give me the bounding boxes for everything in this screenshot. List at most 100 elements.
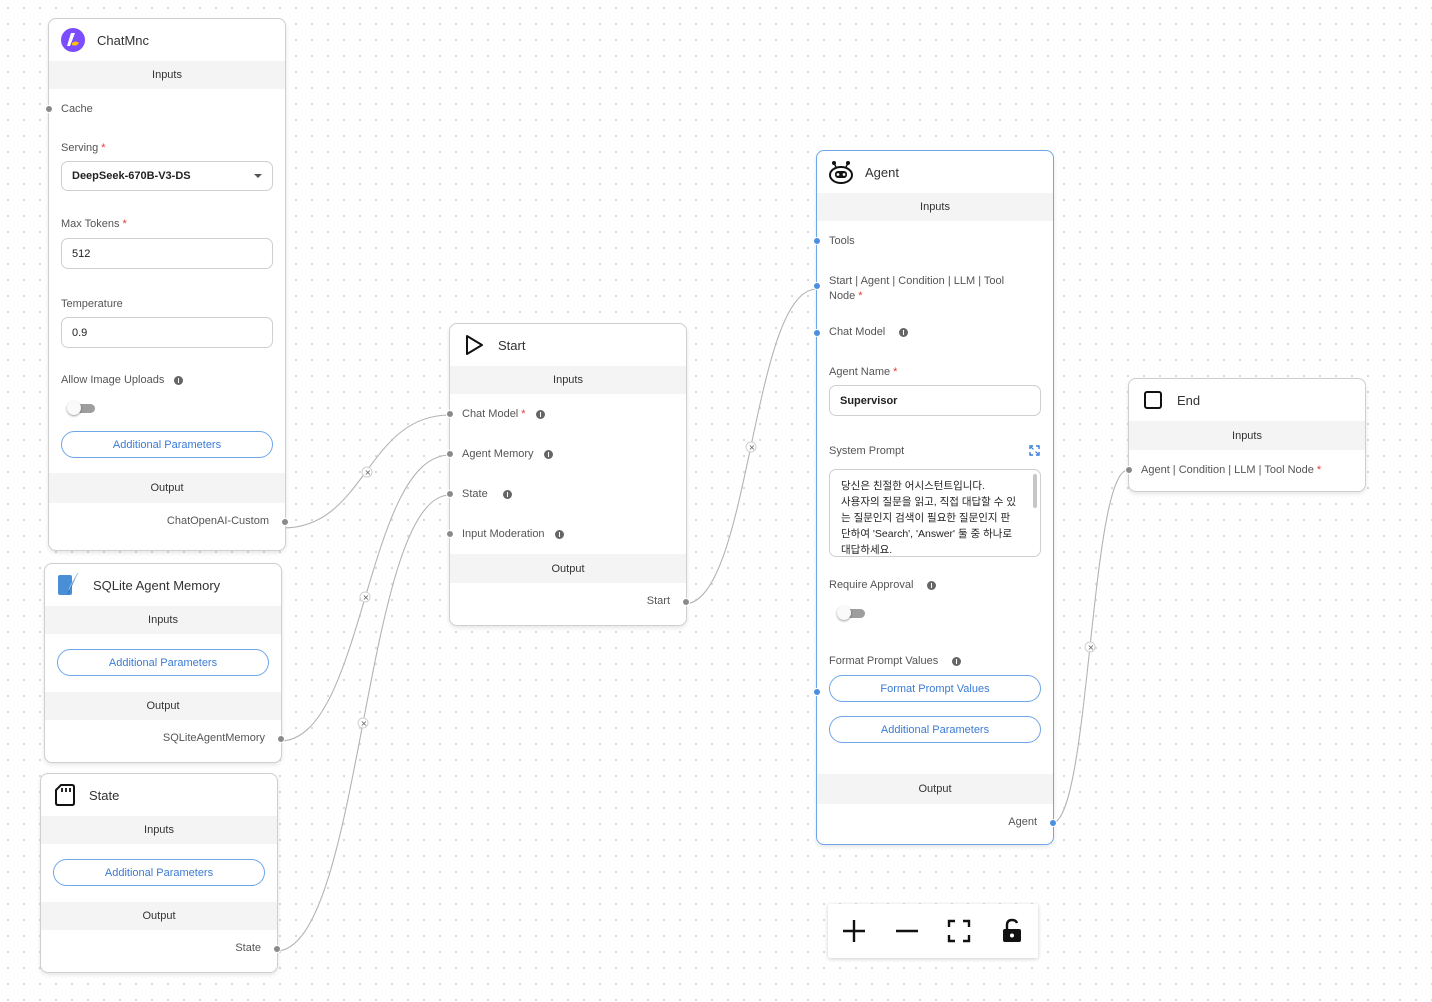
- info-icon[interactable]: [899, 327, 909, 337]
- minus-icon: [895, 929, 918, 933]
- edge-start-agent[interactable]: [683, 288, 818, 605]
- node-title: SQLite Agent Memory: [93, 577, 221, 593]
- node-header[interactable]: Agent: [817, 151, 1053, 193]
- output-row: Start: [450, 583, 690, 619]
- source-node-input-handle[interactable]: [813, 282, 821, 290]
- output-handle-label: ChatOpenAI-Custom: [166, 515, 269, 527]
- edge-delete-button[interactable]: ×: [745, 441, 757, 453]
- param-input-moderation: Input Moderation: [446, 514, 686, 554]
- info-icon[interactable]: [554, 529, 564, 539]
- state-output-handle[interactable]: [273, 945, 281, 953]
- require-approval-toggle[interactable]: [837, 606, 867, 620]
- node-header[interactable]: Start: [450, 324, 686, 366]
- info-icon[interactable]: [952, 656, 962, 666]
- chatmnc-output-handle[interactable]: [281, 518, 289, 526]
- additional-parameters-button[interactable]: Additional Parameters: [61, 431, 273, 458]
- textarea-scrollbar[interactable]: [1033, 474, 1037, 508]
- node-start[interactable]: Start Inputs Chat Model* Agent Memory St…: [446, 323, 690, 626]
- node-sqlite-agent-memory[interactable]: SQLite Agent Memory Inputs Additional Pa…: [44, 563, 285, 763]
- edge-chatmnc-start[interactable]: [282, 414, 451, 529]
- info-icon[interactable]: [502, 489, 512, 499]
- additional-parameters-button[interactable]: Additional Parameters: [57, 649, 269, 676]
- format-prompt-values-input-handle[interactable]: [813, 688, 821, 696]
- info-icon[interactable]: [543, 449, 553, 459]
- lock-button[interactable]: [996, 915, 1028, 947]
- param-temperature: Temperature 0.9: [49, 283, 285, 359]
- edge-delete-button[interactable]: ×: [361, 466, 373, 478]
- temperature-input[interactable]: 0.9: [61, 317, 273, 348]
- input-moderation-label: Input Moderation: [462, 528, 545, 540]
- node-end[interactable]: End Inputs Agent | Condition | LLM | Too…: [1125, 378, 1366, 492]
- edge-state-start[interactable]: [275, 494, 451, 952]
- param-serving: Serving* DeepSeek-670B-V3-DS: [49, 129, 285, 204]
- stop-square-icon: [1139, 386, 1167, 414]
- param-additional: Additional Parameters: [45, 634, 281, 692]
- serving-value: DeepSeek-670B-V3-DS: [72, 170, 191, 182]
- cache-input-handle[interactable]: [45, 105, 53, 113]
- output-row: SQLiteAgentMemory: [45, 720, 285, 756]
- zoom-out-button[interactable]: [891, 915, 923, 947]
- max-tokens-label: Max Tokens: [61, 218, 120, 230]
- node-header[interactable]: End: [1129, 379, 1365, 421]
- svg-text:×: ×: [365, 468, 372, 477]
- system-prompt-line: 대답하세요.: [841, 544, 893, 556]
- source-node-label-line1: Start | Agent | Condition | LLM | Tool: [829, 275, 1005, 287]
- additional-parameters-button[interactable]: Additional Parameters: [53, 859, 265, 886]
- chat-model-input-handle[interactable]: [446, 410, 454, 418]
- end-input-handle[interactable]: [1125, 466, 1133, 474]
- allow-image-uploads-label: Allow Image Uploads: [61, 374, 165, 386]
- chat-model-input-handle[interactable]: [813, 329, 821, 337]
- node-chatmnc[interactable]: ChatMnc Inputs Cache Serving* DeepSeek-6…: [45, 18, 289, 551]
- param-max-tokens: Max Tokens* 512: [49, 204, 285, 283]
- agent-name-input[interactable]: Supervisor: [829, 385, 1041, 416]
- edge-delete-button[interactable]: ×: [357, 717, 369, 729]
- param-require-approval: Require Approval: [817, 575, 1053, 650]
- robot-icon: [827, 158, 855, 186]
- agent-output-handle[interactable]: [1049, 819, 1057, 827]
- param-format-prompt-values: Format Prompt Values Format Prompt Value…: [813, 650, 1053, 774]
- serving-select[interactable]: DeepSeek-670B-V3-DS: [61, 161, 273, 191]
- info-icon[interactable]: [535, 409, 545, 419]
- info-icon[interactable]: [927, 580, 937, 590]
- node-header[interactable]: SQLite Agent Memory: [45, 564, 281, 606]
- fit-view-button[interactable]: [943, 915, 975, 947]
- agent-memory-input-handle[interactable]: [446, 450, 454, 458]
- allow-image-uploads-toggle[interactable]: [67, 401, 97, 415]
- required-marker: *: [858, 290, 863, 302]
- node-header[interactable]: ChatMnc: [49, 19, 285, 61]
- input-moderation-input-handle[interactable]: [446, 530, 454, 538]
- tools-input-handle[interactable]: [813, 237, 821, 245]
- additional-parameters-button[interactable]: Additional Parameters: [829, 716, 1041, 743]
- state-input-handle[interactable]: [446, 490, 454, 498]
- caret-down-icon: [254, 174, 262, 178]
- edge-delete-button[interactable]: ×: [1084, 641, 1096, 653]
- edge-memory-start[interactable]: [279, 454, 451, 742]
- svg-text:×: ×: [749, 443, 756, 452]
- edge-agent-end[interactable]: [1051, 469, 1129, 824]
- expand-icon[interactable]: [1029, 445, 1041, 457]
- edge-delete-button[interactable]: ×: [359, 591, 371, 603]
- max-tokens-input[interactable]: 512: [61, 238, 273, 269]
- inputs-section-header: Inputs: [450, 366, 686, 394]
- toggle-track: [843, 609, 865, 618]
- inputs-section-header: Inputs: [41, 816, 277, 844]
- toggle-thumb: [67, 401, 81, 415]
- format-prompt-values-label: Format Prompt Values: [829, 655, 939, 667]
- info-icon[interactable]: [174, 375, 184, 385]
- system-prompt-textarea[interactable]: 당신은 친절한 어시스턴트입니다. 사용자의 질문을 읽고, 직접 대답할 수 …: [829, 469, 1041, 557]
- sqlite-output-handle[interactable]: [277, 735, 285, 743]
- output-handle-label: Agent: [1008, 816, 1037, 828]
- node-title: ChatMnc: [97, 32, 150, 48]
- output-section-header: Output: [817, 774, 1053, 804]
- param-end-input: Agent | Condition | LLM | Tool Node*: [1125, 450, 1365, 490]
- node-agent[interactable]: Agent Inputs Tools Start | Agent | Condi…: [813, 150, 1057, 845]
- node-header[interactable]: State: [41, 774, 277, 816]
- zoom-in-button[interactable]: [838, 915, 870, 947]
- fit-view-icon: [948, 919, 971, 943]
- inputs-section-header: Inputs: [817, 193, 1053, 221]
- start-output-handle[interactable]: [682, 598, 690, 606]
- state-label: State: [462, 488, 488, 500]
- format-prompt-values-button[interactable]: Format Prompt Values: [829, 675, 1041, 702]
- required-marker: *: [122, 218, 127, 230]
- node-state[interactable]: State Inputs Additional Parameters Outpu…: [40, 773, 281, 973]
